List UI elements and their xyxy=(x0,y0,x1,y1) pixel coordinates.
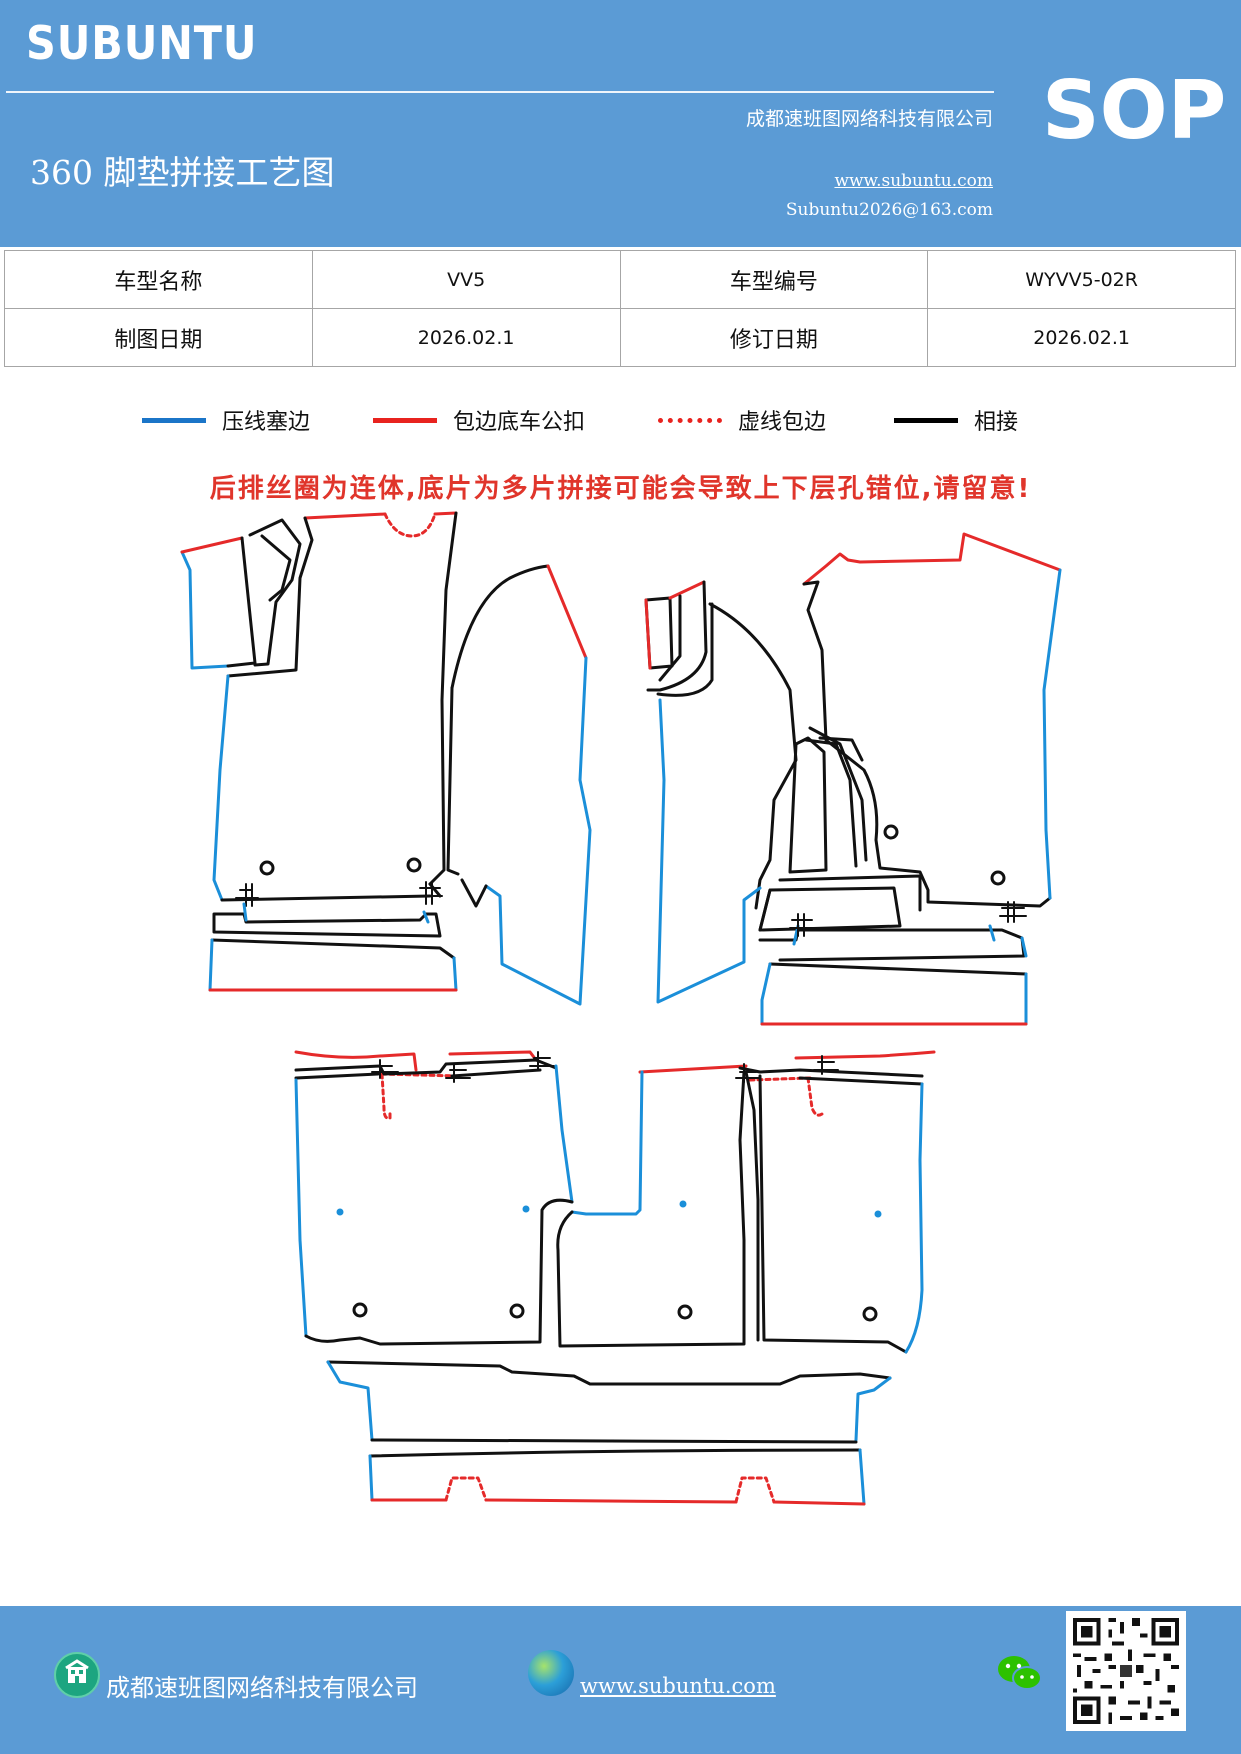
legend-label: 虚线包边 xyxy=(738,410,827,435)
legend-label: 相接 xyxy=(974,410,1019,435)
rear-mat xyxy=(294,1050,936,1506)
draw-date-label: 制图日期 xyxy=(4,308,313,367)
footer-company: 成都速班图网络科技有限公司 xyxy=(106,1674,418,1702)
header-banner xyxy=(0,0,1241,247)
building-icon xyxy=(54,1652,100,1698)
sop-badge: SOP xyxy=(1042,64,1227,157)
legend-item-wrap-edge: 包边底车公扣 xyxy=(373,402,585,438)
globe-icon xyxy=(528,1650,574,1696)
passenger-mat xyxy=(644,532,1062,1026)
revise-date-value: 2026.02.1 xyxy=(927,308,1236,367)
vehicle-info-table: 车型名称 VV5 车型编号 WYVV5-02R 制图日期 2026.02.1 修… xyxy=(4,250,1236,367)
document-title: 360 脚垫拼接工艺图 xyxy=(30,153,335,192)
revise-date-label: 修订日期 xyxy=(619,308,929,367)
legend-item-press-line: 压线塞边 xyxy=(142,402,310,438)
draw-date-value: 2026.02.1 xyxy=(311,308,621,367)
qr-code xyxy=(1066,1611,1186,1731)
header-divider xyxy=(6,91,994,93)
model-name-value: VV5 xyxy=(311,250,621,309)
header-website-link[interactable]: www.subuntu.com xyxy=(834,171,993,191)
header-company: 成都速班图网络科技有限公司 xyxy=(745,108,993,130)
legend-swatch xyxy=(894,417,958,423)
footer-website-link[interactable]: www.subuntu.com xyxy=(580,1674,776,1698)
warning-notice: 后排丝圈为连体,底片为多片拼接可能会导致上下层孔错位,请留意! xyxy=(209,474,1032,504)
legend-swatch xyxy=(373,417,437,423)
legend-item-dashed-wrap: 虚线包边 xyxy=(658,402,826,438)
legend-swatch xyxy=(142,417,206,423)
model-name-label: 车型名称 xyxy=(4,250,313,309)
legend-item-joint: 相接 xyxy=(894,402,1018,438)
legend-swatch xyxy=(658,417,722,423)
model-code-label: 车型编号 xyxy=(619,250,929,309)
header-email: Subuntu2026@163.com xyxy=(785,200,993,220)
table-row: 制图日期 2026.02.1 修订日期 2026.02.1 xyxy=(4,308,1236,367)
legend-label: 压线塞边 xyxy=(222,410,311,435)
brand-logo: SUBUNTU xyxy=(26,16,258,70)
legend-label: 包边底车公扣 xyxy=(453,410,586,435)
wechat-icon[interactable] xyxy=(996,1652,1044,1694)
driver-mat xyxy=(180,511,592,1006)
